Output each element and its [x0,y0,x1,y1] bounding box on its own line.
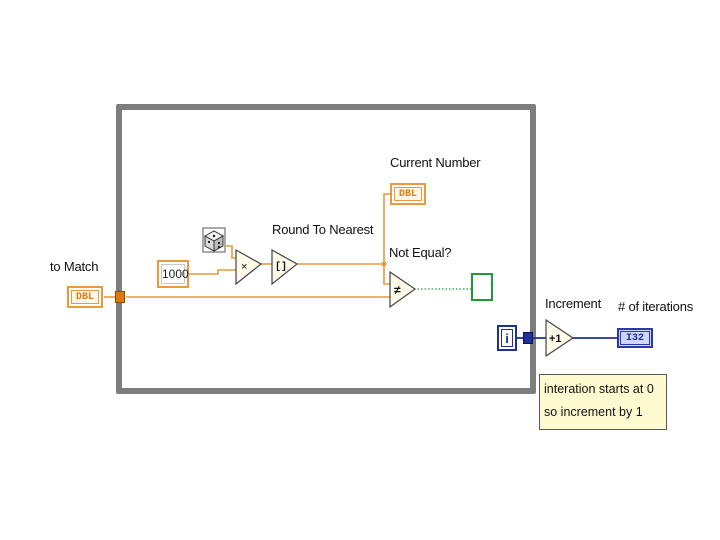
increment-label: Increment [545,296,602,311]
note-line-1: interation starts at 0 [544,382,654,396]
constant-1000[interactable]: 1000 [157,260,189,288]
loop-condition-terminal[interactable] [471,273,493,301]
wire-1000-to-multiply[interactable] [189,269,236,275]
wire-to-not-equal-top[interactable] [383,264,392,285]
not-equal-label: Not Equal? [389,245,452,260]
svg-text:+1: +1 [549,333,562,345]
i32-tag: I32 [620,331,650,345]
iteration-terminal[interactable]: i [497,325,517,351]
iteration-symbol: i [501,329,513,347]
dbl-tag: DBL [394,187,422,201]
wire-random-to-multiply[interactable] [226,245,236,259]
comment-note[interactable]: interation starts at 0 so increment by 1 [539,374,667,430]
svg-text:≠: ≠ [394,283,401,297]
current-number-label: Current Number [390,155,481,170]
output-tunnel[interactable] [523,332,533,344]
input-tunnel[interactable] [115,291,125,303]
random-number-icon[interactable] [202,227,226,253]
to-match-control[interactable]: DBL [67,286,103,308]
increment-node[interactable]: +1 [545,318,575,358]
svg-text:[]: [] [275,261,287,273]
note-line-2: so increment by 1 [544,405,643,419]
num-iterations-label: # of iterations [618,299,694,314]
round-to-nearest-node[interactable]: [] [271,248,299,286]
current-number-indicator[interactable]: DBL [390,183,426,205]
constant-value: 1000 [161,264,189,284]
num-iterations-indicator[interactable]: I32 [617,328,653,348]
not-equal-node[interactable]: ≠ [389,270,417,309]
svg-text:×: × [241,261,247,273]
wire-junction [381,261,387,267]
while-loop-frame[interactable] [116,104,536,394]
wire-to-current-number[interactable] [383,193,392,264]
to-match-label: to Match [50,259,99,274]
round-to-nearest-label: Round To Nearest [272,222,374,237]
dbl-tag: DBL [71,290,99,304]
multiply-node[interactable]: × [235,248,263,286]
